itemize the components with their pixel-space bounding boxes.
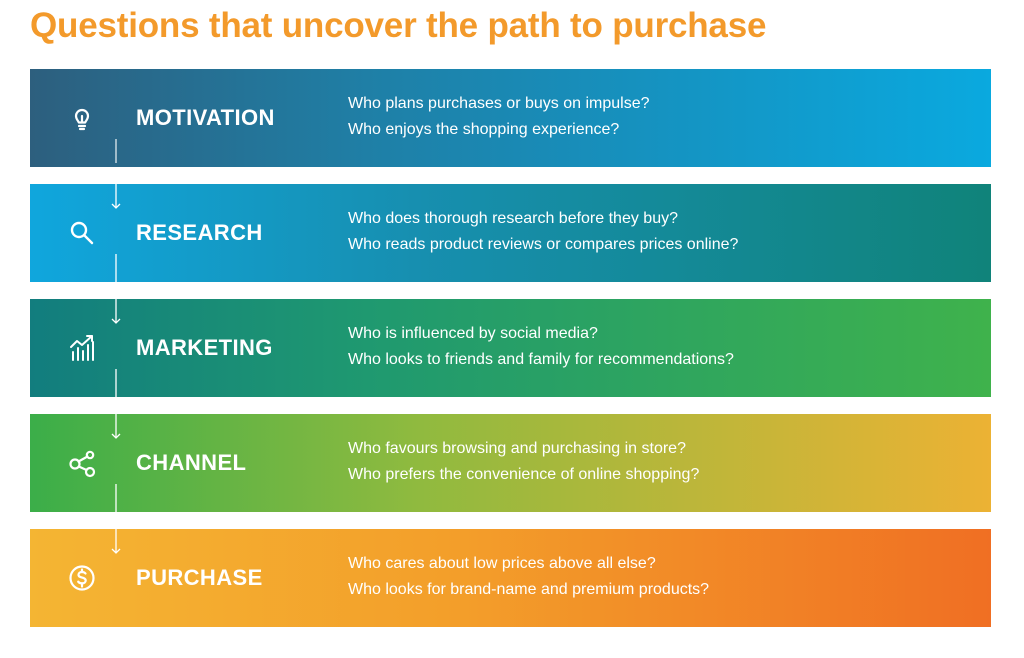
stage-label: CHANNEL — [136, 450, 247, 475]
down-arrow-icon — [110, 184, 122, 212]
stage-label: MARKETING — [136, 335, 273, 360]
stage-question: Who favours browsing and purchasing in s… — [348, 440, 686, 457]
connector-line — [110, 484, 122, 512]
growth-chart-icon — [66, 332, 98, 364]
stage-label: PURCHASE — [136, 565, 263, 590]
connector-line — [110, 254, 122, 282]
connector-line — [110, 369, 122, 397]
down-arrow-icon — [110, 529, 122, 557]
lightbulb-icon — [66, 102, 98, 134]
down-arrow-icon — [110, 414, 122, 442]
stage-label: MOTIVATION — [136, 105, 275, 130]
stage-question: Who plans purchases or buys on impulse? — [348, 95, 650, 112]
stage-band-marketing: MARKETING Who is influenced by social me… — [30, 299, 991, 397]
dollar-coin-icon — [66, 562, 98, 594]
stage-question: Who looks to friends and family for reco… — [348, 351, 734, 368]
connector-line — [110, 139, 122, 163]
stage-question: Who reads product reviews or compares pr… — [348, 236, 739, 253]
stage-question: Who enjoys the shopping experience? — [348, 121, 620, 138]
stage-band-purchase: PURCHASE Who cares about low prices abov… — [30, 529, 991, 627]
stage-band-channel: CHANNEL Who favours browsing and purchas… — [30, 414, 991, 512]
stage-band-motivation: MOTIVATION Who plans purchases or buys o… — [30, 69, 991, 167]
network-nodes-icon — [66, 447, 98, 479]
stage-label: RESEARCH — [136, 220, 263, 245]
magnifier-icon — [66, 217, 98, 249]
stage-question: Who prefers the convenience of online sh… — [348, 466, 700, 483]
page-title: Questions that uncover the path to purch… — [30, 6, 767, 45]
stage-band-research: RESEARCH Who does thorough research befo… — [30, 184, 991, 282]
stage-question: Who does thorough research before they b… — [348, 210, 678, 227]
stage-question: Who looks for brand-name and premium pro… — [348, 581, 710, 598]
stage-question: Who is influenced by social media? — [348, 325, 598, 342]
stage-question: Who cares about low prices above all els… — [348, 555, 656, 572]
down-arrow-icon — [110, 299, 122, 327]
